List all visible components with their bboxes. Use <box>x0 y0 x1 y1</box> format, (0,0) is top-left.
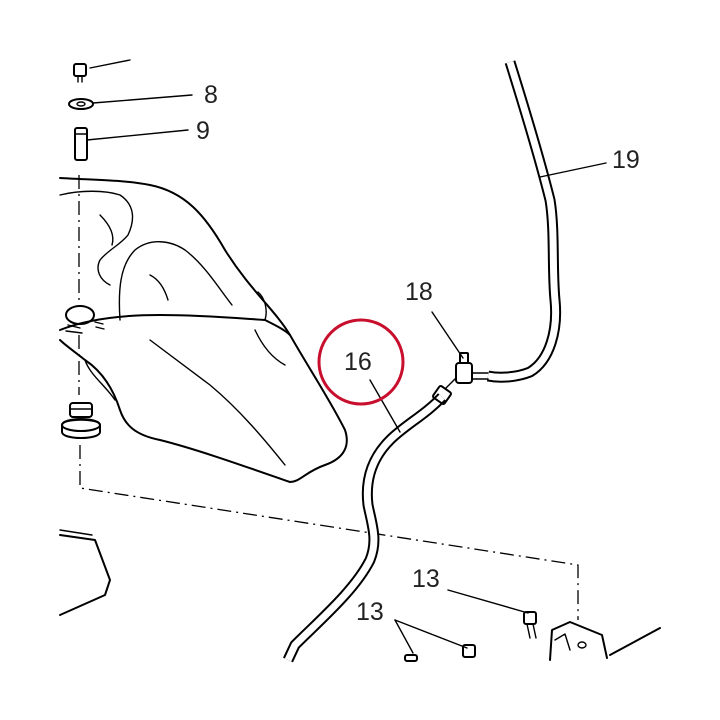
lower-left-bracket <box>59 529 111 616</box>
washer-part-8 <box>68 98 94 110</box>
callout-9: 9 <box>196 117 210 145</box>
t-fitting-part-18 <box>445 352 489 389</box>
bolt-part-13-left <box>404 644 476 662</box>
drain-hose-part-16 <box>283 385 452 663</box>
vent-hose-part-19 <box>486 60 562 383</box>
callout-19: 19 <box>612 146 640 174</box>
spacer-part-9 <box>74 127 88 161</box>
callout-13-lower: 13 <box>356 598 384 626</box>
callout-18: 18 <box>405 278 433 306</box>
callout-8: 8 <box>204 81 218 109</box>
top-bolt <box>73 63 87 83</box>
lower-right-bracket <box>549 621 661 661</box>
highlight-circle <box>317 318 405 406</box>
leader-lines <box>86 59 607 654</box>
bolt-part-13-right <box>523 611 537 639</box>
assembly-axis-lines <box>78 175 579 620</box>
fuel-tank <box>59 177 348 483</box>
callout-13-upper: 13 <box>412 565 440 593</box>
rubber-grommet <box>61 402 101 439</box>
callout-16: 16 <box>344 348 372 376</box>
